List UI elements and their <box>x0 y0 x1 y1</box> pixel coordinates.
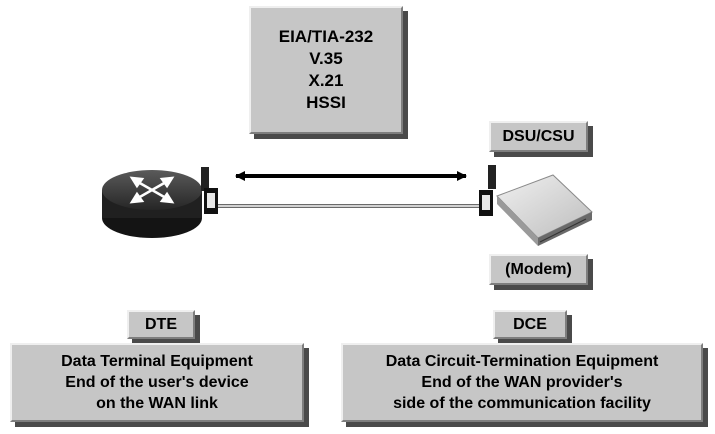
modem-icon <box>496 174 593 246</box>
router-icon <box>102 170 202 238</box>
standard-x21: X.21 <box>308 71 344 90</box>
standard-hssi: HSSI <box>306 93 346 112</box>
dte-description-line: Data Terminal Equipment <box>61 353 253 370</box>
serial-connector-icon <box>479 165 496 216</box>
serial-connector-icon <box>201 167 218 214</box>
dce-label: DCE <box>493 310 567 339</box>
dce-description-line: side of the communication facility <box>393 395 651 412</box>
standard-eia-tia-232: EIA/TIA-232 <box>278 27 374 46</box>
dce-description-box: Data Circuit-Termination Equipment End o… <box>341 343 703 422</box>
dte-description-box: Data Terminal Equipment End of the user'… <box>10 343 304 422</box>
dte-description-line: End of the user's device <box>65 374 249 391</box>
modem-label: (Modem) <box>489 254 588 285</box>
dte-text: DTE <box>145 315 177 333</box>
standard-v35: V.35 <box>309 49 343 68</box>
modem-text: (Modem) <box>505 260 572 278</box>
dce-description-line: Data Circuit-Termination Equipment <box>385 353 659 370</box>
dce-text: DCE <box>513 315 547 333</box>
dsu-csu-text: DSU/CSU <box>502 127 575 145</box>
dte-description-line: on the WAN link <box>96 395 218 412</box>
dce-description-line: End of the WAN provider's <box>421 374 623 391</box>
dsu-csu-label: DSU/CSU <box>489 121 588 152</box>
interface-standards-box: EIA/TIA-232 V.35 X.21 HSSI <box>249 6 403 134</box>
dte-label: DTE <box>127 310 195 339</box>
